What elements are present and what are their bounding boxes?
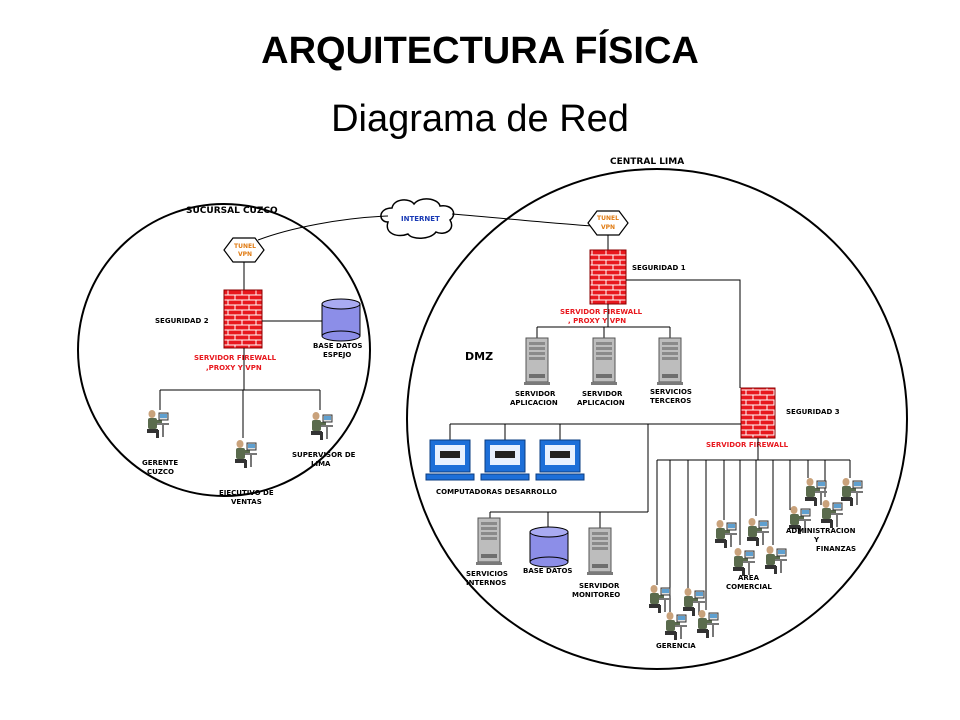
- diagram-subtitle: Diagrama de Red: [331, 98, 629, 140]
- admin-finance-line1: ADMINISTRACION: [786, 527, 856, 535]
- server-monitor-line2: MONITOREO: [572, 591, 620, 599]
- server-app-1: [523, 337, 551, 386]
- user-icon-11: [820, 499, 844, 529]
- server-monitor-label: SERVIDOR MONITOREO: [572, 582, 622, 599]
- admin-finance-line2: Y: [813, 536, 820, 544]
- user-icon-supervisor-lima: [310, 411, 334, 441]
- cusco-zone: [77, 203, 371, 497]
- firewall-lima-1: [589, 249, 627, 305]
- security-3-label: SEGURIDAD 3: [786, 408, 840, 416]
- db-mirror-line1: BASE DATOS: [313, 342, 362, 350]
- commercial-area-line2: COMERCIAL: [726, 583, 772, 591]
- server-third-party-line2: TERCEROS: [650, 397, 691, 405]
- link-fw1-fw3: [626, 279, 741, 388]
- firewall-lima-3: [740, 387, 776, 439]
- user-icon-ejecutivo-ventas: [234, 439, 258, 469]
- vpn-tunnel-lima: TUNEL VPN: [587, 210, 629, 236]
- user-icon-6: [732, 547, 756, 577]
- ejecutivo-ventas-line2: VENTAS: [231, 498, 262, 506]
- server-app-2: [590, 337, 618, 386]
- vpn-cusco-line1: TUNEL: [234, 243, 256, 250]
- server-third-party: [656, 337, 684, 386]
- server-internal: [475, 517, 503, 566]
- server-internal-label: SERVICIOS INTERNOS: [466, 570, 510, 587]
- user-drop-lines: [656, 460, 851, 612]
- firewall-lima-1-line1: SERVIDOR FIREWALL: [560, 308, 643, 316]
- database-mirror-cusco: [321, 298, 361, 342]
- user-icon-7: [746, 517, 770, 547]
- server-monitor-line1: SERVIDOR: [579, 582, 620, 590]
- server-internal-line1: SERVICIOS: [466, 570, 508, 578]
- admin-finance-line3: FINANZAS: [816, 545, 856, 553]
- db-mirror-line2: ESPEJO: [323, 351, 351, 359]
- server-app-2-line2: APLICACION: [577, 399, 625, 407]
- vpn-lima-line1: TUNEL: [597, 215, 619, 222]
- dev-computers-label: COMPUTADORAS DESARROLLO: [436, 488, 557, 496]
- firewall-cusco-line1: SERVIDOR FIREWALL: [194, 354, 277, 362]
- lima-zone: [406, 168, 908, 670]
- server-app-1-line2: APLICACION: [510, 399, 558, 407]
- firewall-cusco: [223, 289, 263, 349]
- firewall-lima-1-line2: , PROXY Y VPN: [568, 317, 626, 325]
- user-icon-2: [664, 611, 688, 641]
- gerente-cuzco-label: GERENTE CUZCO: [142, 459, 181, 476]
- firewall-cusco-label: SERVIDOR FIREWALL ,PROXY Y VPN: [194, 354, 279, 372]
- firewall-cusco-line2: ,PROXY Y VPN: [206, 364, 262, 372]
- management-label: GERENCIA: [656, 642, 696, 650]
- gerente-cuzco-line2: CUZCO: [147, 468, 174, 476]
- dmz-label: DMZ: [465, 350, 493, 363]
- firewall-lima-3-label: SERVIDOR FIREWALL: [706, 441, 789, 449]
- dev-computer-3: [535, 439, 585, 481]
- commercial-area-line1: AREA: [738, 574, 760, 582]
- supervisor-lima-line1: SUPERVISOR DE: [292, 451, 356, 459]
- vpn-lima-line2: VPN: [601, 224, 615, 231]
- user-icon-12: [840, 477, 864, 507]
- db-lima-label: BASE DATOS: [523, 567, 572, 575]
- server-third-party-line1: SERVICIOS: [650, 388, 692, 396]
- user-icon-8: [764, 545, 788, 575]
- user-icon-1: [648, 584, 672, 614]
- diagram-title: ARQUITECTURA FÍSICA: [261, 30, 699, 72]
- vpn-link-cusco: [257, 215, 389, 241]
- lima-site-label: CENTRAL LIMA: [610, 157, 684, 167]
- supervisor-lima-label: SUPERVISOR DE LIMA: [292, 451, 358, 468]
- server-third-party-label: SERVICIOS TERCEROS: [650, 388, 694, 405]
- vpn-cusco-line2: VPN: [238, 251, 252, 258]
- server-app-1-label: SERVIDOR APLICACION: [510, 390, 558, 407]
- internet-label: INTERNET: [401, 215, 440, 223]
- user-icon-4: [696, 609, 720, 639]
- user-icon-gerente-cuzco: [146, 409, 170, 439]
- commercial-area-label: AREA COMERCIAL: [726, 574, 772, 591]
- server-internal-line2: INTERNOS: [466, 579, 506, 587]
- vpn-link-lima: [451, 213, 593, 227]
- internet-cloud: INTERNET: [380, 198, 455, 239]
- server-monitor: [586, 527, 614, 576]
- gerente-cuzco-line1: GERENTE: [142, 459, 178, 467]
- server-app-1-line1: SERVIDOR: [515, 390, 556, 398]
- db-mirror-label: BASE DATOS ESPEJO: [313, 342, 365, 359]
- server-app-2-label: SERVIDOR APLICACION: [577, 390, 625, 407]
- firewall-lima-1-label: SERVIDOR FIREWALL , PROXY Y VPN: [560, 308, 645, 325]
- dev-computer-1: [425, 439, 475, 481]
- security-1-label: SEGURIDAD 1: [632, 264, 686, 272]
- database-lima: [529, 526, 569, 568]
- ejecutivo-ventas-label: EJECUTIVO DE VENTAS: [219, 489, 276, 506]
- user-icon-5: [714, 519, 738, 549]
- cusco-site-label: SUCURSAL CUZCO: [186, 206, 278, 216]
- supervisor-lima-line2: LIMA: [311, 460, 331, 468]
- security-2-label: SEGURIDAD 2: [155, 317, 209, 325]
- server-app-2-line1: SERVIDOR: [582, 390, 623, 398]
- ejecutivo-ventas-line1: EJECUTIVO DE: [219, 489, 274, 497]
- admin-finance-label: ADMINISTRACION Y FINANZAS: [786, 527, 858, 553]
- dev-computer-2: [480, 439, 530, 481]
